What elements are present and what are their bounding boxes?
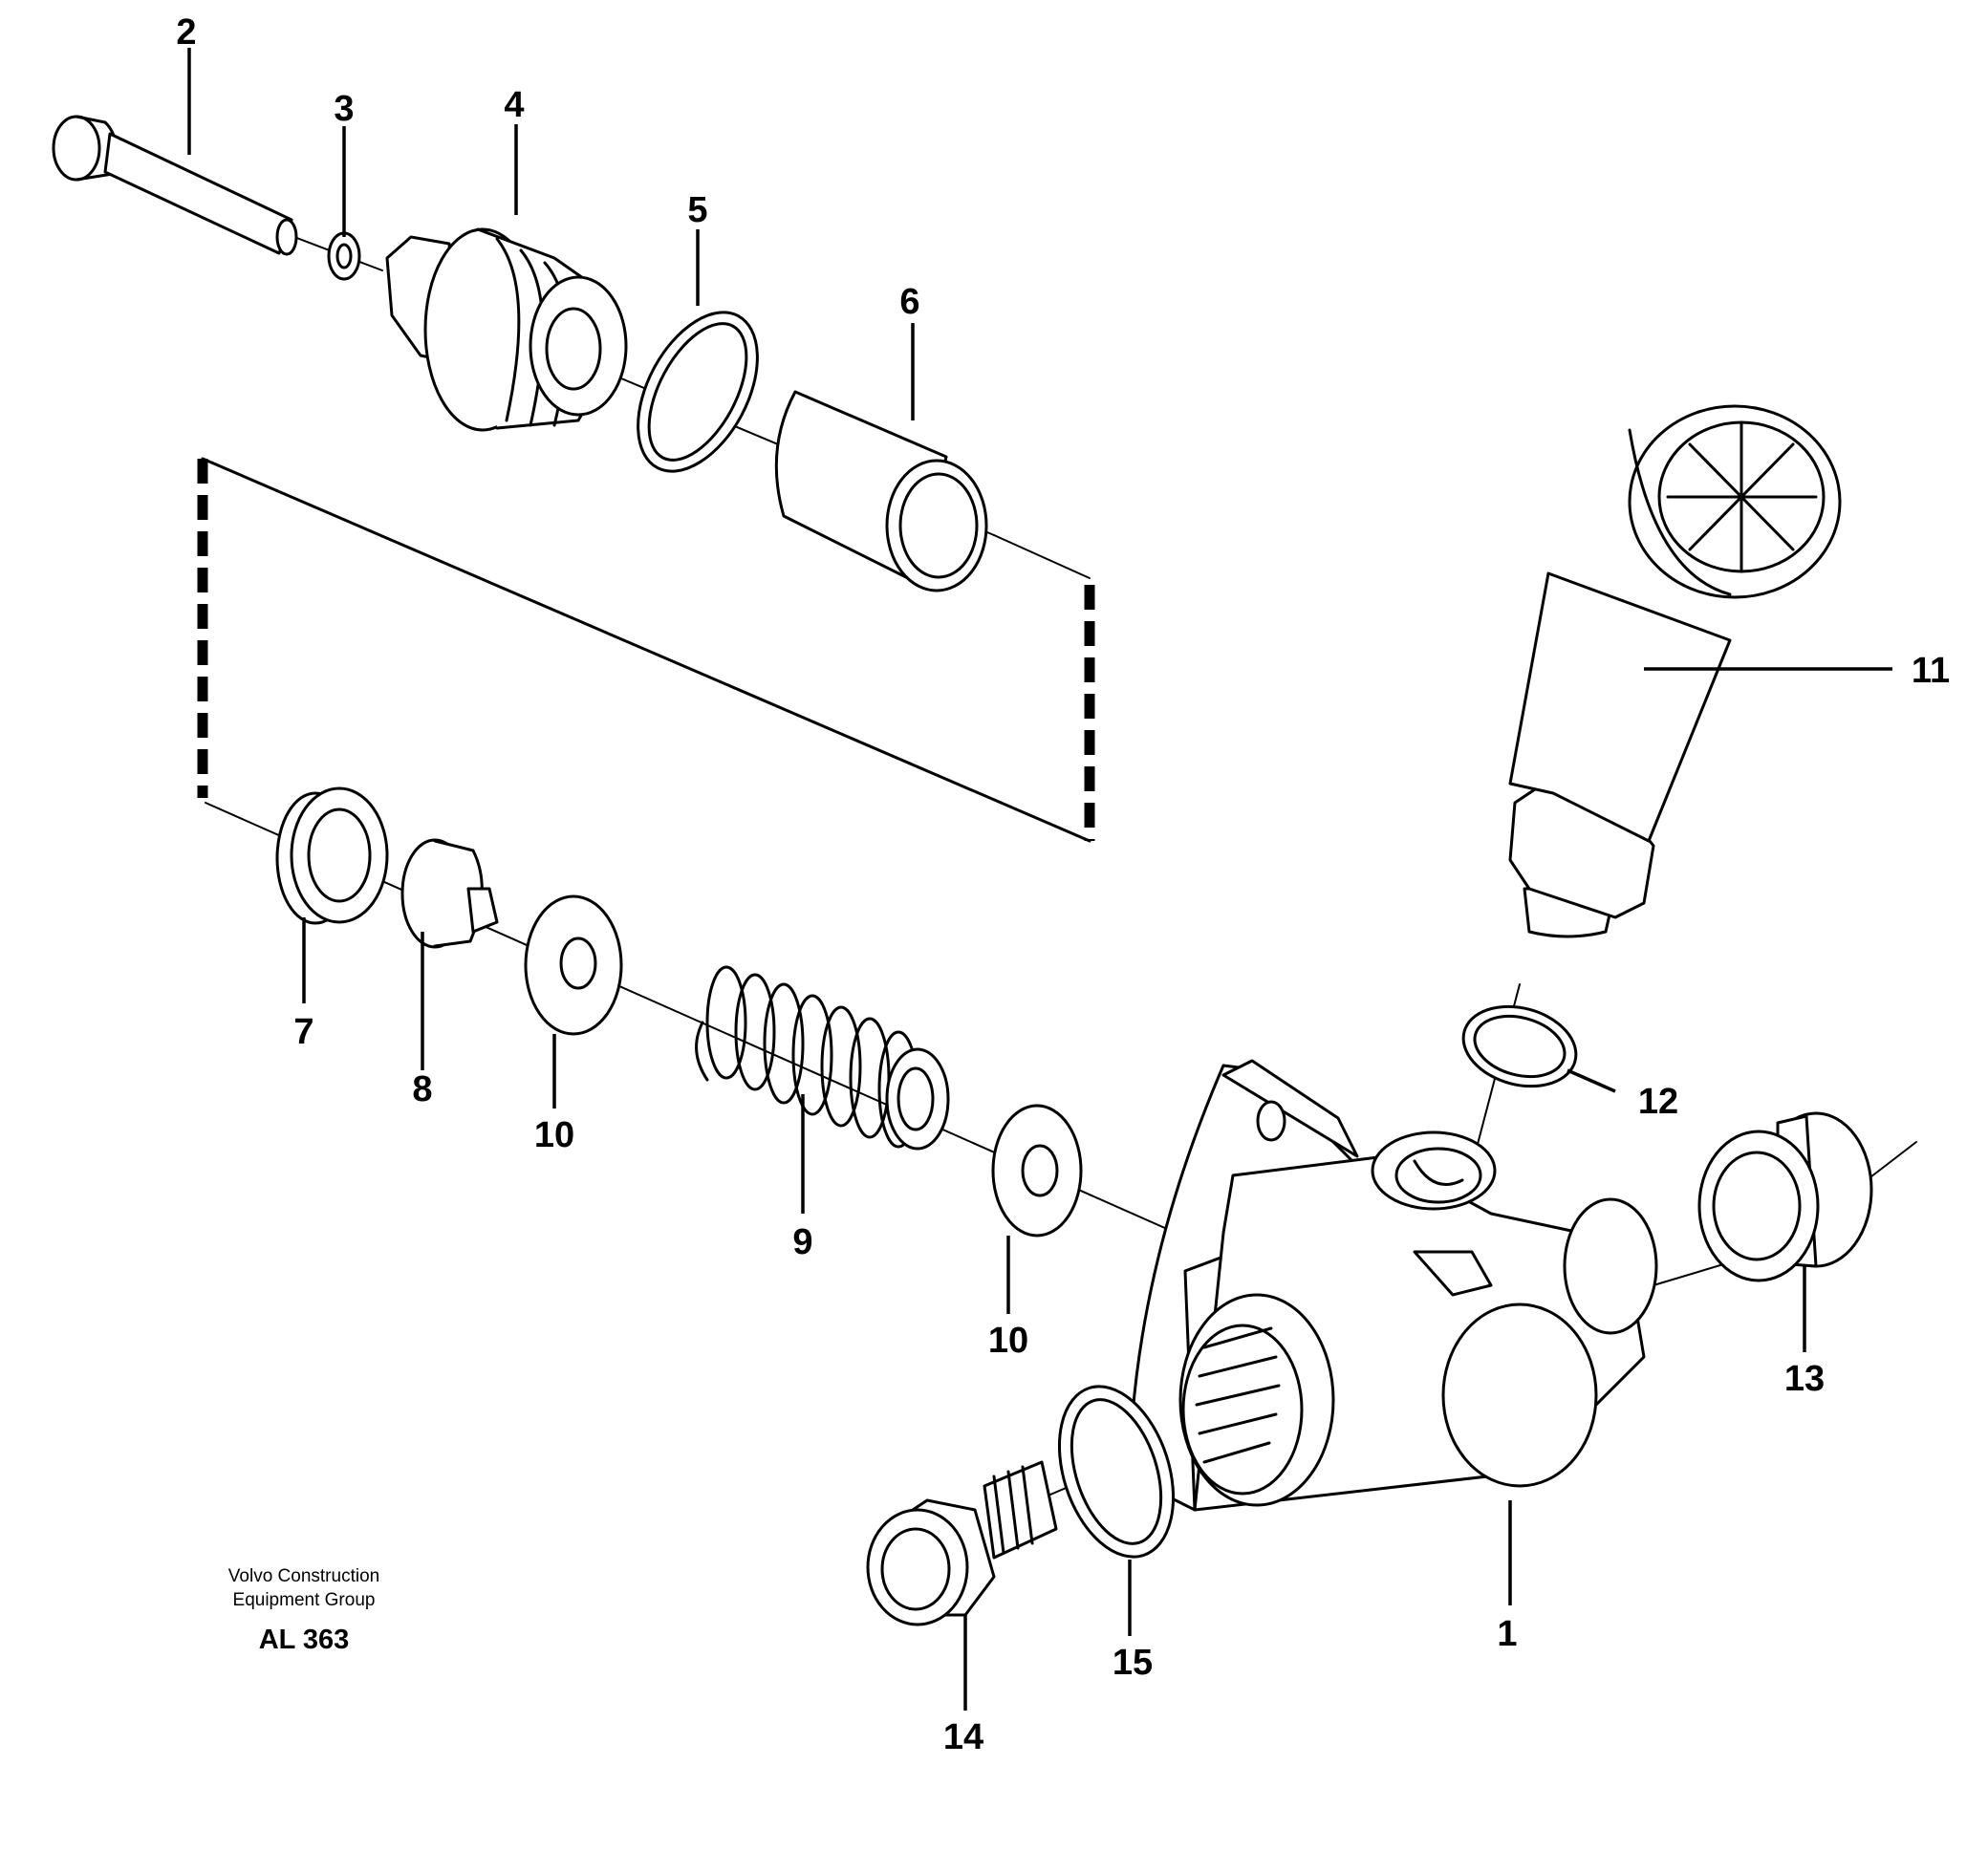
callout-13: 13 [1784, 1359, 1825, 1399]
side-plug-part [1697, 1111, 1873, 1282]
connection-bracket [197, 457, 1095, 843]
o-ring-part [637, 311, 759, 473]
drawing-code: AL 363 [259, 1625, 350, 1655]
callout-1: 1 [1497, 1614, 1517, 1654]
footer-company-line1: Volvo Construction [228, 1566, 379, 1586]
callout-10-upper: 10 [534, 1115, 574, 1155]
spring-part [695, 965, 950, 1151]
lower-o-ring-part [1057, 1385, 1176, 1559]
callout-6: 6 [899, 282, 919, 322]
callout-11: 11 [1912, 651, 1950, 691]
callout-8: 8 [412, 1069, 432, 1109]
callout-15: 15 [1113, 1643, 1153, 1683]
callout-10-lower: 10 [988, 1321, 1028, 1361]
callout-4: 4 [504, 85, 524, 125]
small-washer-part [327, 231, 361, 281]
footer-block: Volvo Construction Equipment Group AL 36… [228, 1566, 379, 1655]
washer-upper-part [524, 894, 623, 1036]
callout-7: 7 [293, 1012, 313, 1052]
hand-primer-pump-part [1508, 404, 1842, 938]
valve-body-part [385, 227, 628, 432]
seal-part [275, 786, 389, 925]
hand-pump-o-ring-part [1461, 1004, 1578, 1088]
leader-lines [187, 48, 1892, 1711]
callout-labels: 2 3 4 5 6 7 8 10 9 10 11 12 13 1 15 14 [176, 12, 1950, 1757]
washer-lower-part [991, 1104, 1083, 1238]
callout-5: 5 [687, 190, 707, 230]
footer-company-line2: Equipment Group [233, 1590, 376, 1610]
callout-14: 14 [943, 1717, 983, 1757]
callout-3: 3 [334, 89, 354, 129]
callout-12: 12 [1638, 1082, 1678, 1122]
callout-2: 2 [176, 12, 196, 53]
valve-poppet-part [400, 838, 499, 949]
sleeve-part [774, 390, 988, 592]
hex-plug-part [866, 1460, 1058, 1626]
pump-housing-part [1131, 1059, 1658, 1512]
bolt-part [52, 115, 298, 256]
callout-9: 9 [792, 1222, 812, 1262]
